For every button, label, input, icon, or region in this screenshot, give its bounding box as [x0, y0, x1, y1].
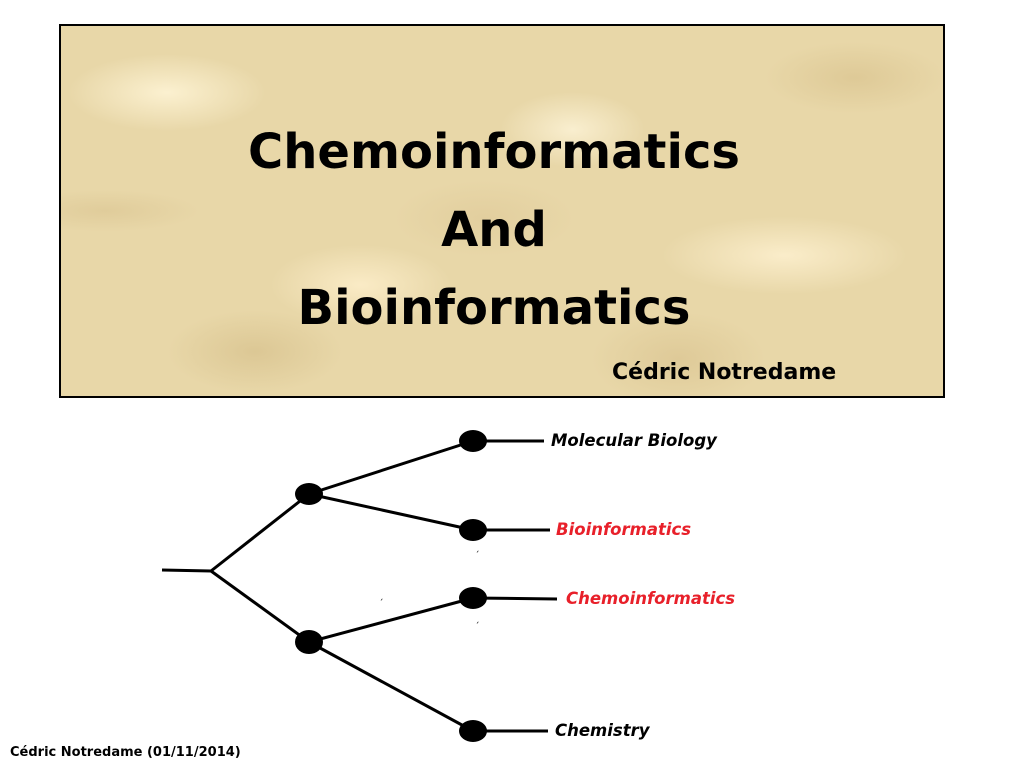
edge-upper-bioinf	[308, 492, 474, 532]
leaf-node-chem	[459, 720, 487, 742]
leaf-label-chemistry: Chemistry	[555, 721, 650, 740]
leaf-node-molbio	[459, 430, 487, 452]
edge-upper-molbio	[308, 439, 474, 496]
leaf-label-chemoinformatics: Chemoinformatics	[566, 589, 736, 608]
leaf-node-bioinf	[459, 519, 487, 541]
tick-mark: ´	[475, 622, 480, 632]
leaf-label-molecular-biology: Molecular Biology	[551, 431, 717, 450]
stem-chemoinf	[472, 596, 558, 601]
internal-node-upper	[295, 483, 323, 505]
leaf-label-bioinformatics: Bioinformatics	[556, 520, 692, 539]
title-line-2: And	[441, 202, 547, 258]
author-name: Cédric Notredame	[612, 360, 837, 385]
edge-root-lower	[210, 569, 310, 644]
title-line-3: Bioinformatics	[297, 280, 691, 336]
title-line-1: Chemoinformatics	[248, 124, 740, 180]
edge-root-upper	[210, 492, 310, 573]
title-panel: Chemoinformatics And Bioinformatics Cédr…	[59, 24, 945, 398]
tick-mark: ´	[379, 599, 384, 609]
internal-node-lower	[295, 630, 323, 654]
leaf-node-chemoinf	[459, 587, 487, 609]
tick-mark: ´	[475, 551, 480, 561]
edge-lower-chemoinf	[308, 596, 474, 644]
root-edge	[161, 568, 212, 573]
edge-lower-chem	[308, 640, 474, 733]
footer-credit: Cédric Notredame (01/11/2014)	[10, 745, 241, 760]
